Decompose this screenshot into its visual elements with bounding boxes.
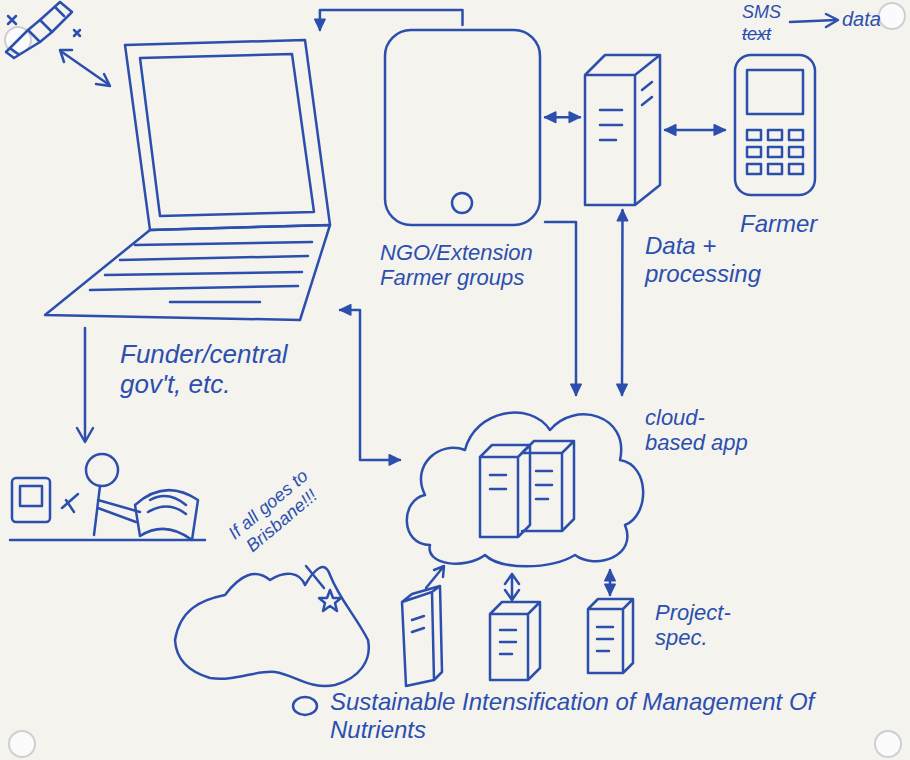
node-label: Project-spec. xyxy=(655,600,765,651)
project-servers xyxy=(402,566,540,686)
leader-line xyxy=(306,566,324,588)
down-arrow xyxy=(77,328,93,442)
struck-note-text: text xyxy=(742,24,802,45)
satellite-link-arrow xyxy=(60,50,110,86)
callout-note: If all goes to Brisbane!!! xyxy=(216,458,335,567)
node-label: Data + processing xyxy=(645,232,815,287)
connector-line xyxy=(340,310,400,460)
laptop-node: Funder/central gov't, etc. xyxy=(40,30,340,330)
node-label: NGO/Extension Farmer groups xyxy=(380,240,565,291)
arrowhead xyxy=(315,19,325,30)
arrowhead xyxy=(605,584,615,595)
project-server-node: Project-spec. xyxy=(585,595,635,675)
pin xyxy=(879,3,905,29)
server-drawing xyxy=(580,50,665,210)
connector-arrow xyxy=(665,125,725,135)
cloud-drawing xyxy=(400,395,650,570)
node-label: Farmer xyxy=(740,210,840,238)
connector-arrow xyxy=(545,222,581,395)
arrowhead xyxy=(714,125,725,135)
arrowhead xyxy=(617,384,627,395)
node-label: Funder/central gov't, etc. xyxy=(120,340,340,400)
phone-node: Farmer xyxy=(725,50,825,200)
caption: Sustainable Intensification of Managemen… xyxy=(330,688,890,743)
arrowhead xyxy=(389,455,400,465)
arrowhead xyxy=(340,305,351,315)
brisbane-star xyxy=(319,590,341,611)
note-text: SMS xyxy=(742,2,802,23)
connector-arrow xyxy=(315,10,463,30)
connector-arrow xyxy=(340,305,400,465)
pin xyxy=(875,731,901,757)
connector-line xyxy=(545,222,576,395)
pin xyxy=(9,731,35,757)
arrowhead xyxy=(569,112,580,122)
arrowhead xyxy=(605,570,615,581)
phone-drawing xyxy=(725,50,825,200)
laptop-drawing xyxy=(40,30,340,330)
arrowhead xyxy=(665,125,676,135)
connector-arrow xyxy=(617,210,628,395)
sms-arrow xyxy=(790,14,838,27)
tablet-node: NGO/Extension Farmer groups xyxy=(380,25,545,230)
connector-arrow xyxy=(545,112,580,122)
connector-arrow xyxy=(605,570,615,595)
note-text: data xyxy=(842,8,902,31)
node-label: cloud-based app xyxy=(645,405,757,456)
arrowhead xyxy=(571,384,581,395)
arrowhead xyxy=(545,112,556,122)
server-drawing xyxy=(585,595,635,675)
connector-line xyxy=(621,210,624,395)
person-at-desk xyxy=(10,454,205,540)
cloud-node: cloud-based app xyxy=(400,395,650,570)
tablet-drawing xyxy=(380,25,545,230)
server-node: Data + processing xyxy=(580,50,665,210)
connector-line xyxy=(320,10,463,30)
arrowhead xyxy=(617,210,627,221)
